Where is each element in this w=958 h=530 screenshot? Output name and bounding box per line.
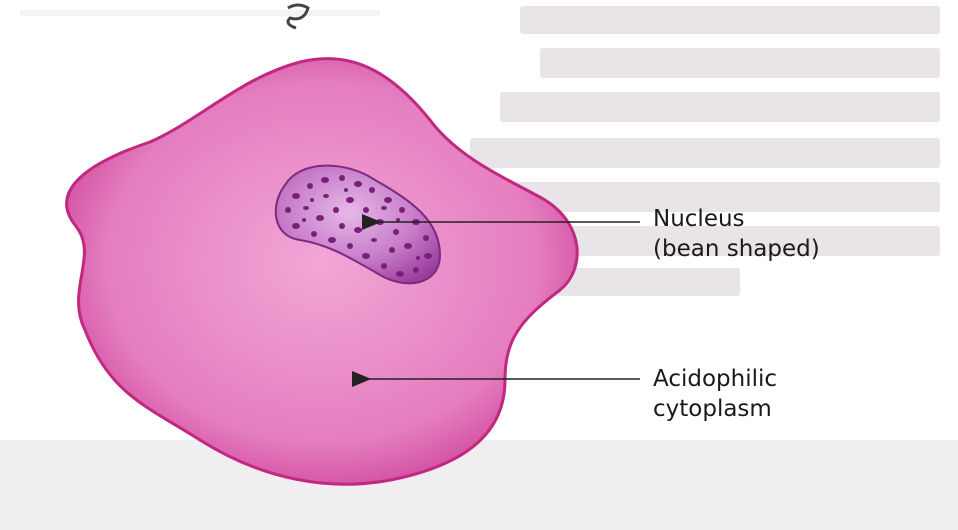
nucleus-label-line2: (bean shaped) [653, 234, 820, 264]
cytoplasm-label: Acidophilic cytoplasm [653, 364, 777, 424]
cytoplasm-cell-body [67, 59, 578, 485]
nucleus-label: Nucleus (bean shaped) [653, 204, 820, 264]
nucleus-label-line1: Nucleus [653, 204, 820, 234]
partial-heading-glyph [288, 5, 308, 28]
cytoplasm-label-line1: Acidophilic [653, 364, 777, 394]
cytoplasm-label-line2: cytoplasm [653, 394, 777, 424]
